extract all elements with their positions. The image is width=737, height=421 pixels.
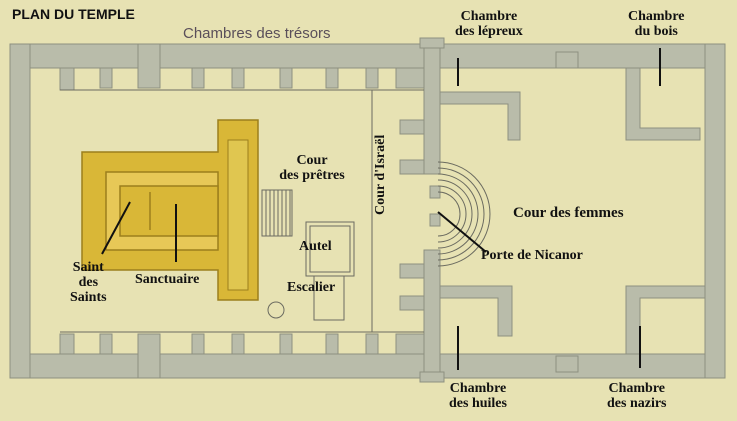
- label-porte-nicanor: Porte de Nicanor: [481, 248, 583, 263]
- israel-pier-2: [399, 159, 425, 175]
- label-chambre-bois: Chambre du bois: [628, 9, 685, 39]
- label-pointers: [101, 48, 661, 370]
- israel-pier-3: [399, 263, 425, 279]
- north-chambers: [59, 43, 579, 91]
- west-wall: [9, 43, 31, 379]
- israel-pier-4: [399, 295, 425, 311]
- gate-pier-south: [419, 371, 445, 383]
- label-chambre-huiles: Chambre des huiles: [449, 381, 507, 411]
- label-cour-pretres: Cour des prêtres: [279, 153, 345, 183]
- israel-pier-1: [399, 119, 425, 135]
- dividing-wall-south: [423, 249, 441, 379]
- gate-pier-north: [419, 37, 445, 49]
- label-sanctuaire: Sanctuaire: [135, 272, 200, 287]
- label-chambre-lepreux: Chambre des lépreux: [455, 9, 523, 39]
- nicanor-gate-steps: [437, 161, 491, 267]
- label-chambre-nazirs: Chambre des nazirs: [607, 381, 667, 411]
- altar: [267, 221, 355, 321]
- label-escalier: Escalier: [287, 280, 336, 295]
- sanctuary-building: [81, 119, 259, 301]
- south-chambers: [59, 333, 579, 379]
- label-saint-des-saints: Saint des Saints: [70, 260, 107, 305]
- dividing-wall-north: [423, 43, 441, 175]
- plan-title: PLAN DU TEMPLE: [12, 6, 135, 22]
- north-wall: [9, 43, 726, 69]
- stairs: [261, 189, 293, 237]
- corner-chambers: [429, 67, 706, 355]
- label-autel: Autel: [299, 239, 332, 254]
- east-wall: [704, 43, 726, 379]
- label-chambres-tresors: Chambres des trésors: [183, 25, 331, 42]
- label-cour-femmes: Cour des femmes: [513, 205, 624, 221]
- south-wall: [9, 353, 726, 379]
- label-cour-israel: Cour d'Israël: [373, 134, 388, 215]
